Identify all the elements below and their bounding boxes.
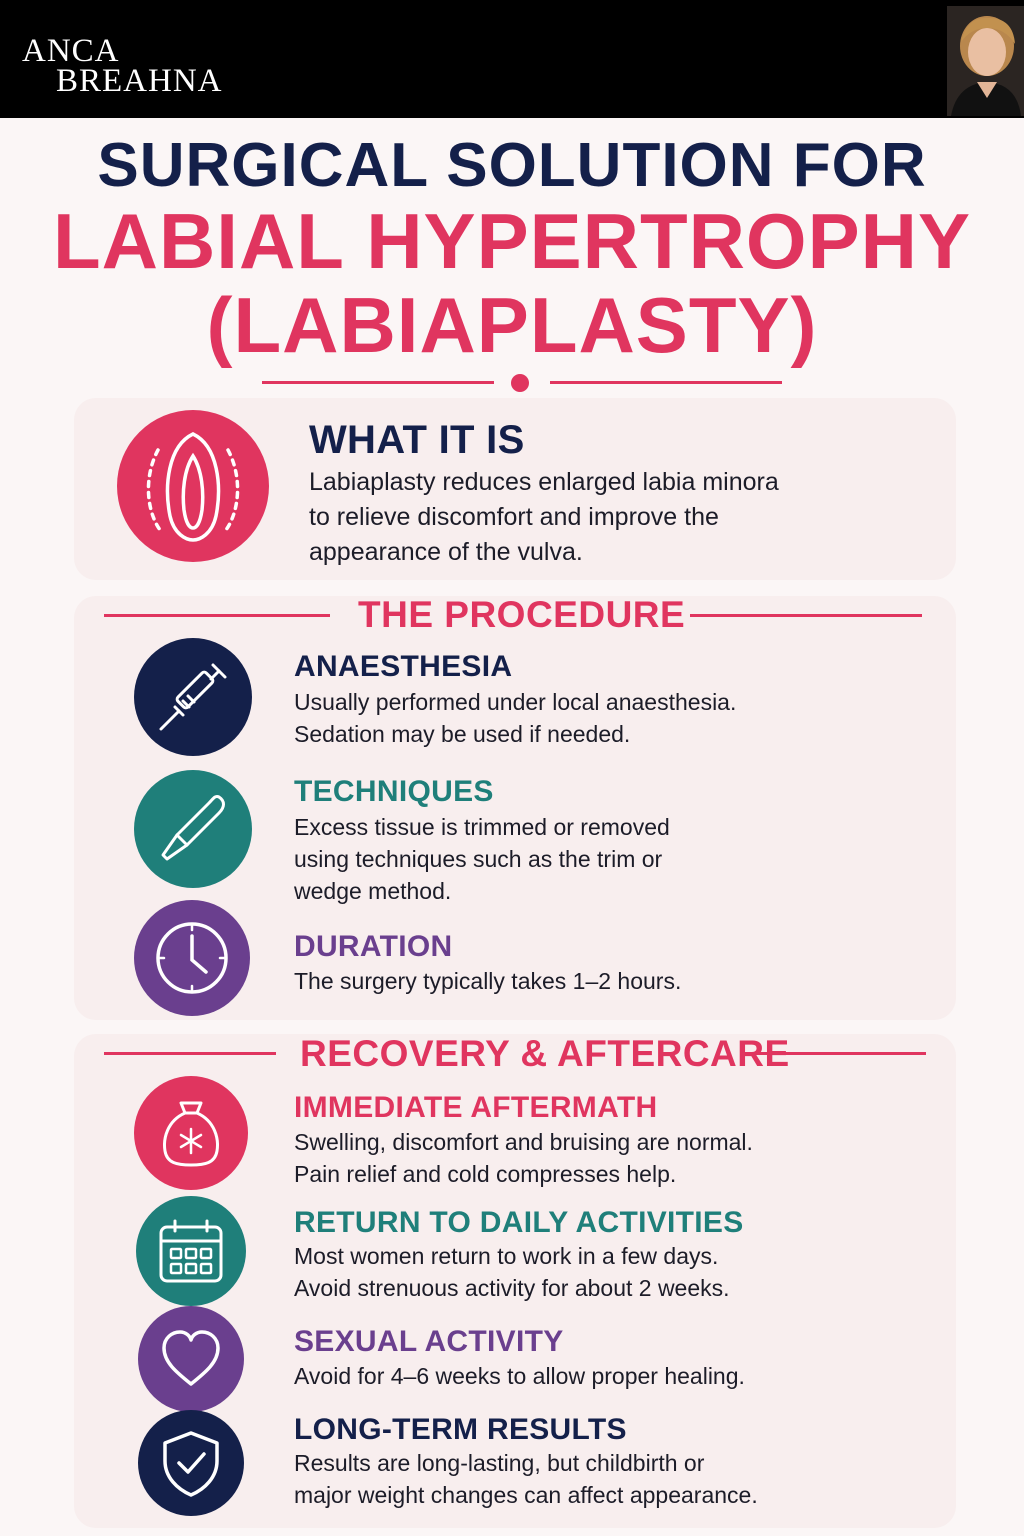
sexual-activity-line-1: Avoid for 4–6 weeks to allow proper heal… bbox=[294, 1363, 745, 1389]
recovery-heading: RECOVERY & AFTERCARE bbox=[300, 1033, 790, 1074]
heart-icon bbox=[138, 1306, 244, 1412]
duration-text: The surgery typically takes 1–2 hours. bbox=[294, 965, 681, 997]
procedure-line-left bbox=[104, 614, 330, 617]
long-term-results-line-1: Results are long-lasting, but childbirth… bbox=[294, 1450, 705, 1476]
daily-activities-title: RETURN TO DAILY ACTIVITIES bbox=[294, 1206, 744, 1239]
techniques-line-3: wedge method. bbox=[294, 878, 452, 904]
scalpel-icon bbox=[134, 770, 252, 888]
what-it-is-text: Labiaplasty reduces enlarged labia minor… bbox=[309, 465, 779, 570]
title-divider-dot bbox=[511, 374, 529, 392]
daily-activities-line-2: Avoid strenuous activity for about 2 wee… bbox=[294, 1275, 730, 1301]
long-term-results-title: LONG-TERM RESULTS bbox=[294, 1413, 627, 1446]
techniques-line-1: Excess tissue is trimmed or removed bbox=[294, 814, 670, 840]
anaesthesia-text: Usually performed under local anaesthesi… bbox=[294, 686, 736, 750]
shield-check-icon bbox=[138, 1410, 244, 1516]
techniques-title: TECHNIQUES bbox=[294, 775, 494, 808]
procedure-line-right bbox=[690, 614, 922, 617]
sexual-activity-text: Avoid for 4–6 weeks to allow proper heal… bbox=[294, 1360, 745, 1392]
title-divider-left bbox=[262, 381, 494, 384]
immediate-aftermath-text: Swelling, discomfort and bruising are no… bbox=[294, 1126, 753, 1190]
daily-activities-text: Most women return to work in a few days.… bbox=[294, 1240, 730, 1304]
what-it-is-line-1: Labiaplasty reduces enlarged labia minor… bbox=[309, 468, 779, 496]
immediate-aftermath-title: IMMEDIATE AFTERMATH bbox=[294, 1091, 658, 1124]
title-line-2: LABIAL HYPERTROPHY bbox=[53, 197, 971, 285]
duration-line-1: The surgery typically takes 1–2 hours. bbox=[294, 968, 682, 994]
recovery-line-left bbox=[104, 1052, 276, 1055]
anatomy-icon bbox=[117, 410, 269, 562]
anaesthesia-line-2: Sedation may be used if needed. bbox=[294, 721, 631, 747]
long-term-results-line-2: major weight changes can affect appearan… bbox=[294, 1482, 758, 1508]
what-it-is-line-3: appearance of the vulva. bbox=[309, 538, 583, 566]
title-line-1: SURGICAL SOLUTION FOR bbox=[97, 131, 927, 200]
techniques-text: Excess tissue is trimmed or removed usin… bbox=[294, 811, 670, 907]
title-divider-right bbox=[550, 381, 782, 384]
cold-compress-icon bbox=[134, 1076, 248, 1190]
what-it-is-heading: WHAT IT IS bbox=[309, 418, 525, 462]
brand-line-1: ANCA bbox=[22, 33, 120, 69]
brand-logo: ANCA BREAHNA bbox=[22, 33, 223, 99]
title-line-3: (LABIAPLASTY) bbox=[206, 281, 818, 369]
calendar-icon bbox=[136, 1196, 246, 1306]
duration-title: DURATION bbox=[294, 930, 453, 963]
long-term-results-text: Results are long-lasting, but childbirth… bbox=[294, 1447, 758, 1511]
anaesthesia-title: ANAESTHESIA bbox=[294, 650, 513, 683]
clock-icon bbox=[134, 900, 250, 1016]
sexual-activity-title: SEXUAL ACTIVITY bbox=[294, 1325, 564, 1358]
header-bar: ANCA BREAHNA bbox=[0, 0, 1024, 118]
brand-line-2: BREAHNA bbox=[56, 63, 223, 99]
recovery-line-right bbox=[752, 1052, 926, 1055]
syringe-icon bbox=[134, 638, 252, 756]
daily-activities-line-1: Most women return to work in a few days. bbox=[294, 1243, 719, 1269]
anaesthesia-line-1: Usually performed under local anaesthesi… bbox=[294, 689, 737, 715]
techniques-line-2: using techniques such as the trim or bbox=[294, 846, 663, 872]
author-avatar bbox=[947, 6, 1024, 116]
procedure-heading: THE PROCEDURE bbox=[358, 594, 686, 635]
immediate-aftermath-line-1: Swelling, discomfort and bruising are no… bbox=[294, 1129, 753, 1155]
what-it-is-line-2: to relieve discomfort and improve the bbox=[309, 503, 719, 531]
immediate-aftermath-line-2: Pain relief and cold compresses help. bbox=[294, 1161, 677, 1187]
